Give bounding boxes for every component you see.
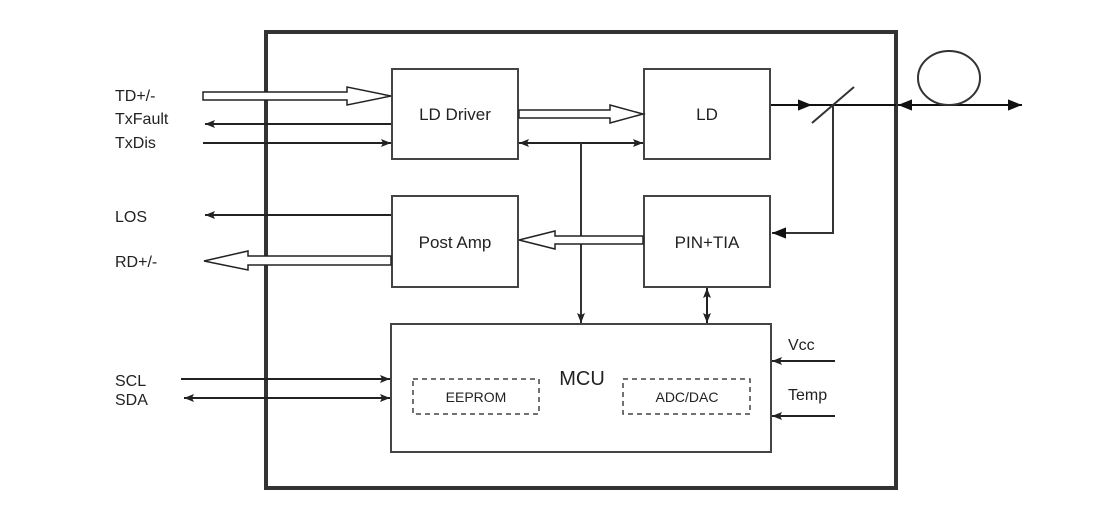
pin-tia-label: PIN+TIA <box>675 233 740 252</box>
ld-label: LD <box>696 105 718 124</box>
scl-label: SCL <box>115 373 146 390</box>
vcc-label: Vcc <box>788 337 815 354</box>
eeprom-subblock <box>412 378 540 415</box>
pin-tia-block: PIN+TIA <box>643 195 771 288</box>
adc-dac-label: ADC/DAC <box>655 389 718 405</box>
pin-tia-post-amp-bus-arrow <box>518 230 644 250</box>
td-bus-arrow <box>202 86 392 106</box>
post-amp-label: Post Amp <box>419 233 492 252</box>
fiber-coil-icon <box>917 50 981 106</box>
post-amp-block: Post Amp <box>391 195 519 288</box>
rd-label: RD+/- <box>115 254 157 271</box>
ld-driver-label: LD Driver <box>419 105 491 124</box>
ld-driver-block: LD Driver <box>391 68 519 160</box>
ld-block: LD <box>643 68 771 160</box>
txfault-label: TxFault <box>115 111 169 128</box>
mcu-label: MCU <box>559 368 605 390</box>
temp-label: Temp <box>788 387 827 404</box>
td-label: TD+/- <box>115 88 155 105</box>
adc-dac-subblock <box>622 378 751 415</box>
rd-bus-arrow <box>203 250 392 271</box>
los-label: LOS <box>115 209 147 226</box>
mcu-block: MCU EEPROM ADC/DAC <box>390 323 772 453</box>
txdis-label: TxDis <box>115 135 156 152</box>
eeprom-label: EEPROM <box>446 389 507 405</box>
driver-ld-bus-arrow <box>518 104 646 124</box>
sda-label: SDA <box>115 392 148 409</box>
splitter-to-pin-tia-arrow <box>772 105 834 239</box>
